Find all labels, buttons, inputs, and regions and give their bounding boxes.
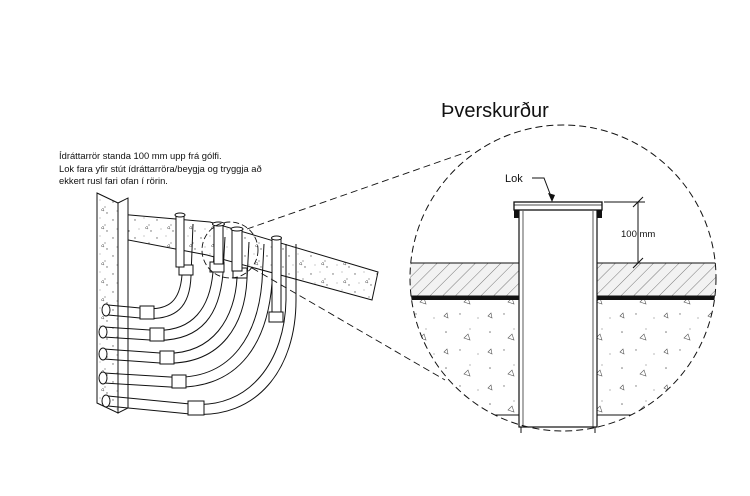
pipe-ends: [98, 303, 111, 408]
leader-line-bottom: [251, 267, 446, 381]
section-pipe: [518, 206, 598, 428]
detail-circle-large: [409, 124, 717, 432]
detail-circle-small: [201, 221, 259, 279]
conduit-stubs: [174, 212, 282, 313]
leader-line-top: [246, 150, 471, 230]
lok-leader: [532, 177, 553, 200]
note-line-2: Lok fara yfir stút ídráttarröra/beygja o…: [59, 162, 262, 174]
pipe-couplings: [139, 261, 284, 416]
title-text: Þverskurður: [441, 100, 549, 122]
note-line-1: Ídráttarrör standa 100 mm upp frá gólfi.: [59, 150, 222, 161]
cross-section-detail: Þverskurður Lok 100 mm: [409, 100, 717, 433]
dimension-100mm: [604, 196, 645, 269]
section-cap: [513, 201, 603, 211]
note-line-3: ekkert rusl fari ofan í rörin.: [59, 175, 168, 186]
dimension-label: 100 mm: [621, 229, 655, 240]
lok-label: Lok: [505, 173, 523, 185]
isometric-view: [96, 192, 379, 416]
installation-note: Ídráttarrör standa 100 mm upp frá gólfi.…: [59, 150, 299, 188]
